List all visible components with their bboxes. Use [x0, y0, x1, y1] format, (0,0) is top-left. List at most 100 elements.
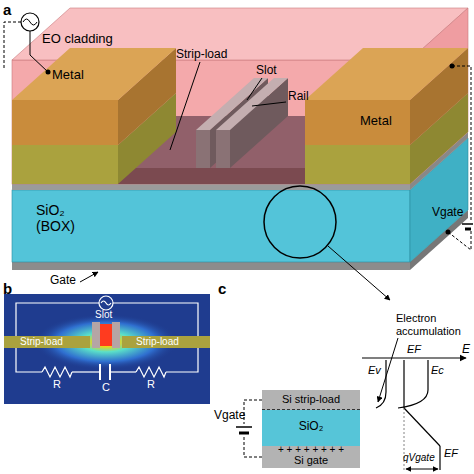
ac-source [4, 22, 21, 70]
circuit-model [42, 367, 72, 377]
mode-cross-section [4, 294, 210, 404]
energy-label: EF [407, 343, 421, 356]
circuit-model [110, 371, 136, 372]
part-label: Strip-load [176, 48, 227, 62]
circuit-model [16, 296, 198, 380]
charge-marks: + + + + + + + + [262, 444, 360, 456]
si-pad [12, 145, 118, 184]
component-label: R [53, 378, 61, 391]
node-text: SiO₂ (BOX) [36, 202, 86, 234]
mode-cross-section [122, 336, 210, 348]
ac-source [46, 70, 51, 75]
mode-cross-section [100, 324, 112, 346]
band-diagram [439, 446, 440, 470]
mode-cross-section [4, 336, 90, 348]
rail [216, 130, 230, 168]
bias-wire [244, 400, 262, 457]
metal-electrode: Metal [305, 100, 410, 184]
band-diagram [398, 360, 428, 408]
part-label: Slot [95, 309, 112, 321]
magnifier [264, 186, 390, 300]
battery-symbol [236, 426, 252, 428]
rail [196, 130, 210, 168]
node-text: Si gate [262, 454, 360, 467]
band-diagram [362, 338, 466, 470]
circuit-model [99, 364, 101, 380]
metal-electrode [12, 48, 176, 100]
part-label: Strip-load [20, 336, 63, 348]
si-layer [12, 184, 410, 190]
circuit-model [99, 296, 113, 310]
band-diagram [378, 338, 398, 402]
part-label: Strip-load [136, 336, 179, 348]
component-label: C [102, 381, 110, 394]
box-layer: SiO₂ (BOX) [12, 190, 410, 262]
energy-label: Ec [431, 364, 444, 377]
leader-line [80, 62, 286, 282]
node-text: Metal [360, 114, 392, 129]
band-diagram [362, 357, 466, 358]
panel-letter: a [3, 1, 11, 18]
gate-bias-wire [465, 228, 471, 231]
circuit-model [113, 303, 198, 336]
rail [216, 78, 288, 130]
oxide-box: SiO₂ [262, 410, 360, 446]
energy-label: Ev [368, 364, 381, 377]
circuit-model [136, 367, 166, 377]
magnifier [328, 246, 390, 300]
metal-electrode [305, 100, 410, 145]
node-text: Metal [52, 68, 84, 83]
energy-label: qVgate [403, 452, 435, 464]
metal-electrode [12, 100, 118, 145]
part-label: Slot [256, 64, 277, 78]
gate-bias-wire [448, 231, 471, 250]
band-diagram [403, 360, 404, 408]
circuit-model [101, 301, 111, 305]
part-label: Gate [50, 274, 76, 288]
battery-symbol [239, 432, 249, 435]
magnifier [264, 186, 336, 258]
device-3d [12, 8, 468, 270]
annotation: Electron accumulation [396, 312, 472, 337]
leader-line [252, 102, 286, 106]
voltage-label: Vgate [432, 206, 463, 220]
edge-label: Vgate [214, 408, 245, 422]
battery-symbol [236, 424, 252, 436]
node-text: Si strip-load [262, 393, 360, 406]
mode-cross-section [112, 322, 120, 348]
part-label: Rail [288, 90, 309, 104]
circuit-model [72, 371, 100, 372]
leader-line [170, 62, 200, 150]
circuit-model [16, 303, 99, 336]
band-diagram [404, 408, 440, 446]
leader-line [247, 78, 262, 100]
cladding-region: EO cladding [12, 8, 410, 190]
mode-cross-section [4, 294, 210, 404]
metal-electrode [305, 48, 468, 100]
si-strip-load-box: Si strip-load [262, 390, 360, 410]
panel-letter: c [218, 280, 226, 297]
box-oxide [12, 190, 410, 262]
circuit-model [166, 348, 198, 372]
gate-bias-wire [462, 223, 473, 225]
energy-label: EF [444, 447, 458, 460]
circuit-model [16, 348, 42, 372]
mode-cross-section [92, 322, 100, 348]
node-text: EO cladding [42, 32, 113, 47]
gate-bias-wire [446, 230, 451, 235]
gate-bias-wire [452, 66, 471, 222]
metal-electrode: Metal [12, 48, 118, 145]
band-diagram [406, 469, 438, 470]
strip-load [118, 168, 305, 184]
si-pad [305, 145, 410, 184]
ac-source [21, 13, 39, 31]
node-text: SiO₂ [262, 420, 360, 434]
component-label: R [147, 378, 155, 391]
battery-symbol [236, 424, 252, 436]
panel-letter: b [3, 280, 12, 297]
eo-cladding [410, 8, 468, 184]
gate-bias-wire [446, 64, 474, 251]
leader-line [80, 272, 98, 282]
si-gate-box: + + + + + + + +Si gate [262, 446, 360, 468]
